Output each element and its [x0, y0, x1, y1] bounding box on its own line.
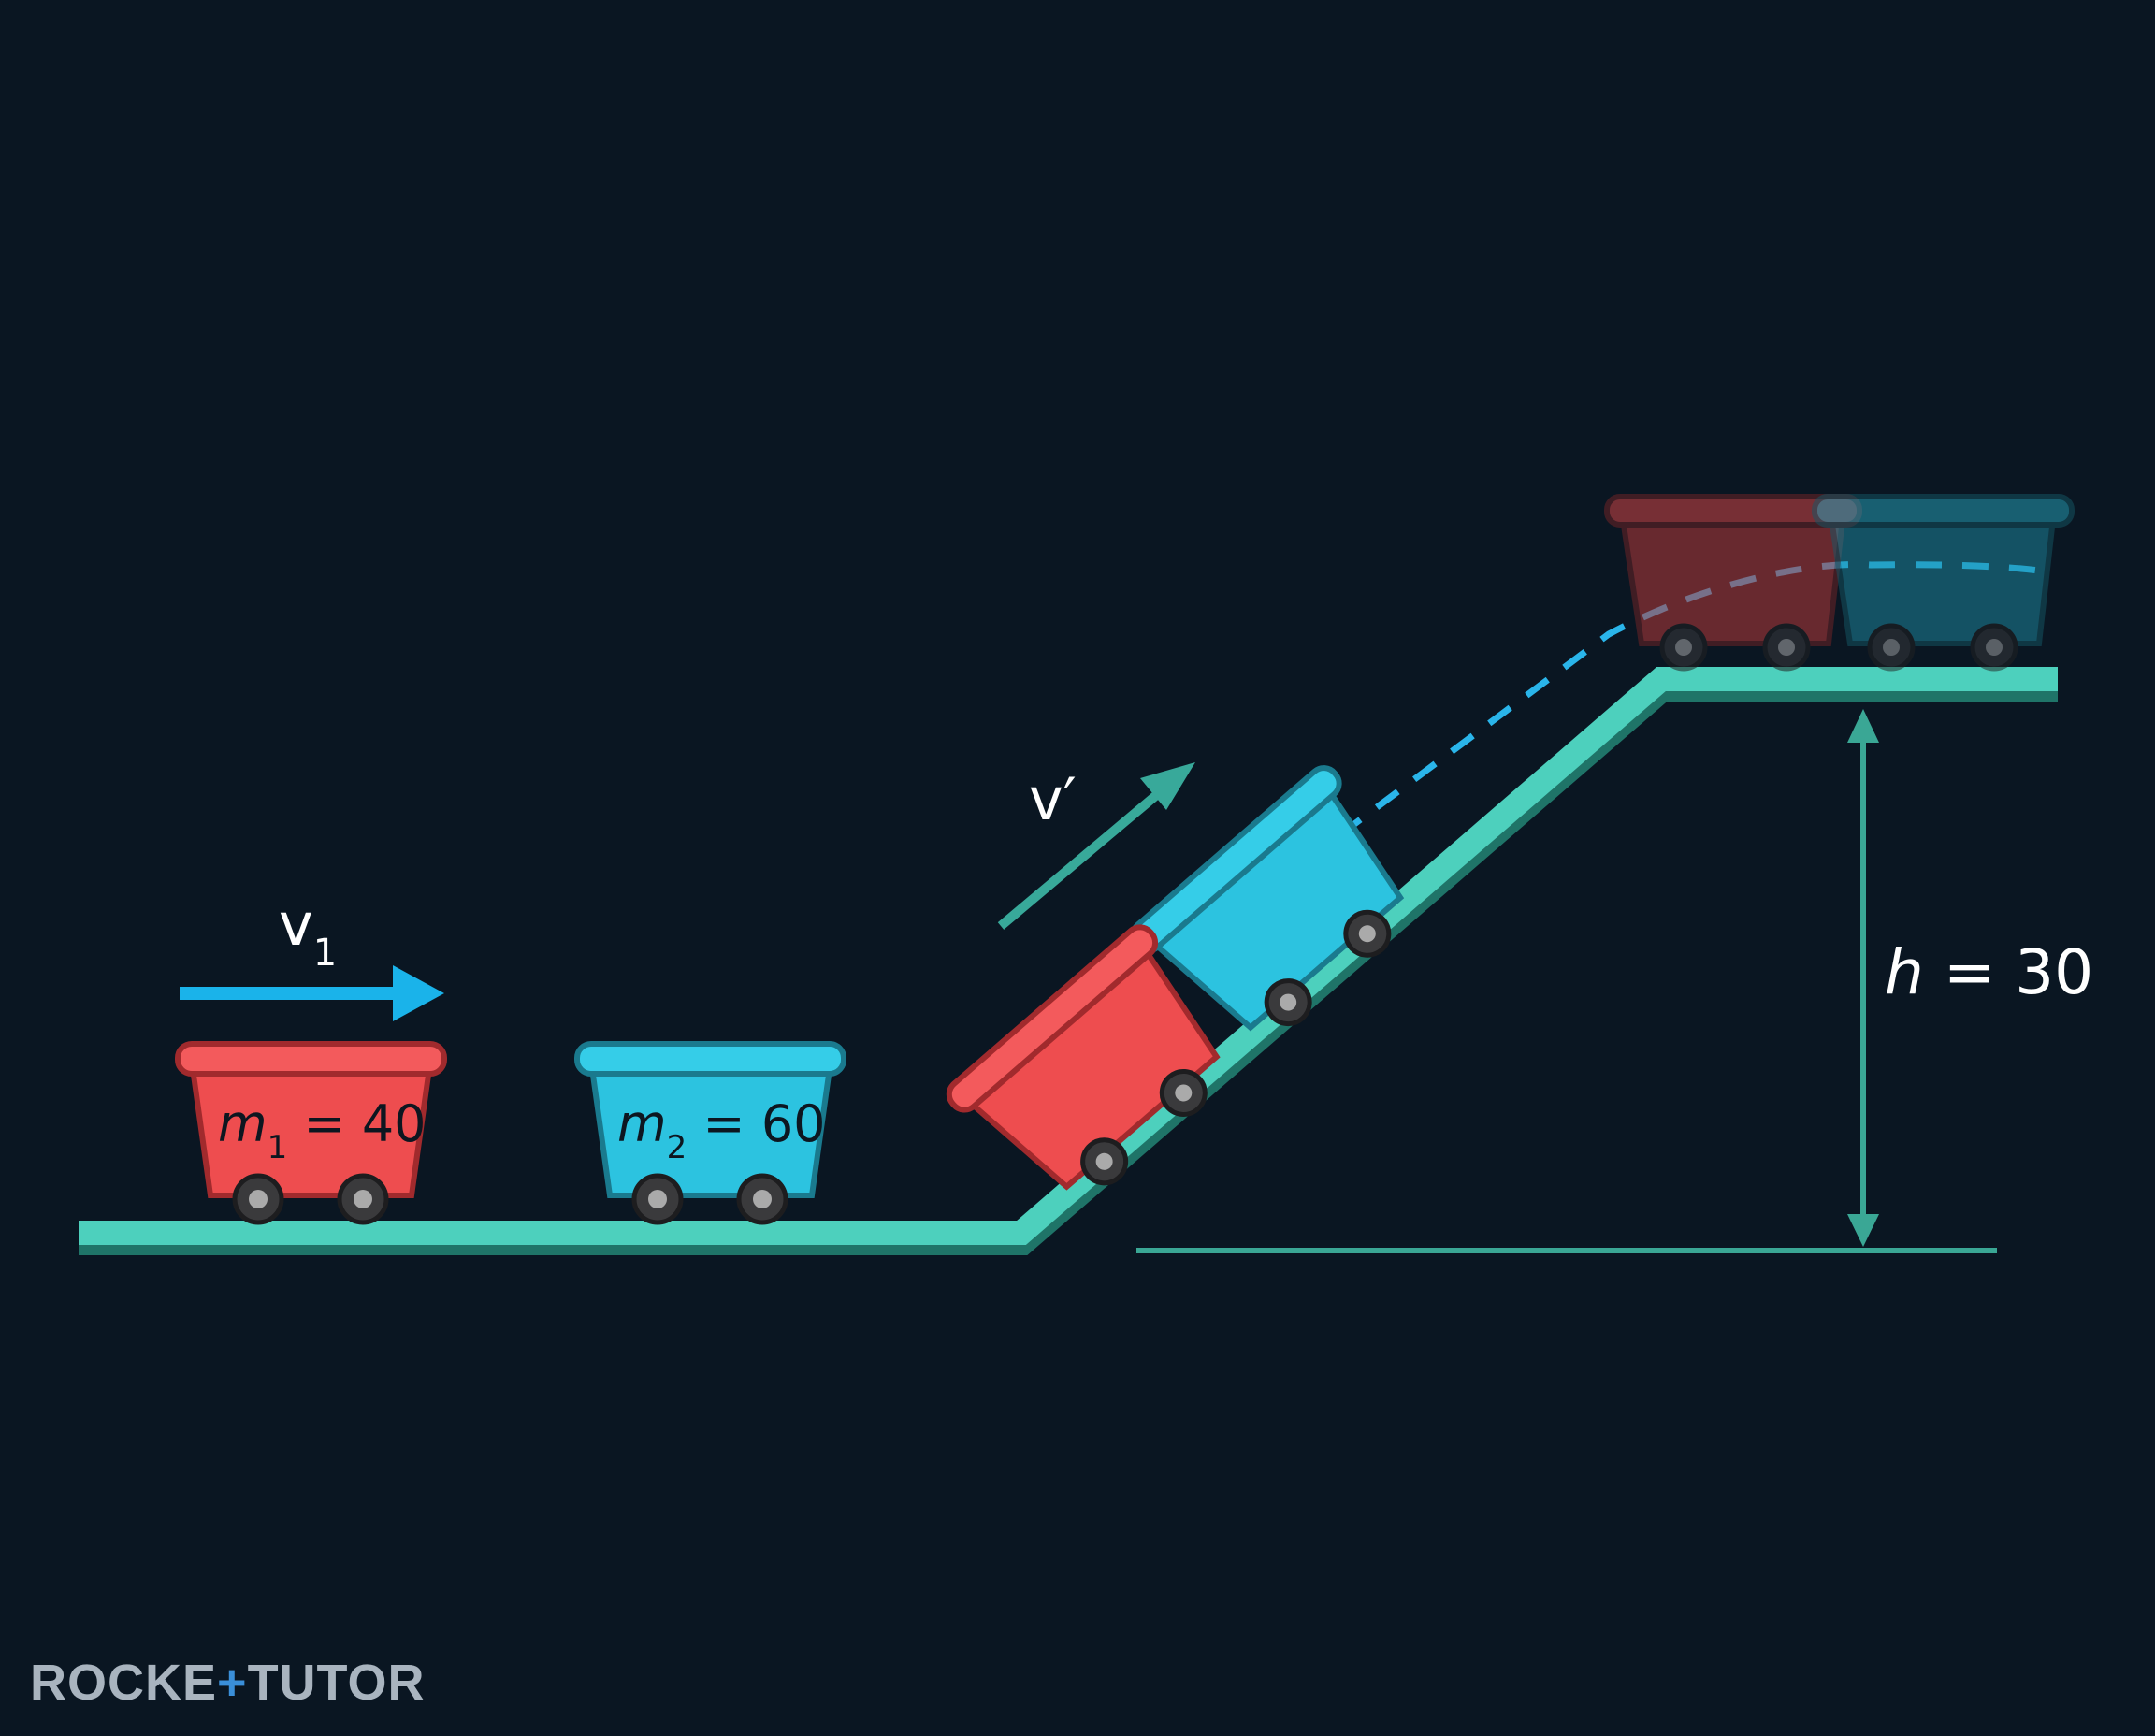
height-symbol: h [1885, 936, 1924, 1008]
logo-text-right: TUTOR [247, 1655, 426, 1711]
m1-value: = 40 [287, 1094, 426, 1153]
height-arrow-top-head [1847, 709, 1879, 743]
velocity-v-prime-label: v′ [1029, 765, 1077, 833]
velocity-v1-arrow [180, 965, 444, 1021]
combined-carts-on-ramp [946, 765, 1405, 1191]
cart-m2 [574, 1041, 846, 1225]
height-label: h = 30 [1885, 936, 2093, 1008]
m2-symbol: m [617, 1094, 667, 1153]
rocketutor-logo: ROCKE+TUTOR [30, 1654, 426, 1712]
height-arrow-bottom-head [1847, 1214, 1879, 1247]
m2-value: = 60 [687, 1094, 825, 1153]
cart-m1 [175, 1041, 447, 1225]
velocity-v-prime-arrow [997, 762, 1195, 930]
v1-subscript: 1 [313, 932, 337, 975]
ghost-cart-cyan [1812, 494, 2075, 672]
cart-red-on-ramp [946, 924, 1221, 1191]
velocity-v1-label: v1 [279, 890, 337, 975]
mass-m1-label: m1 = 40 [218, 1094, 427, 1166]
track [79, 667, 2058, 1255]
m2-subscript: 2 [667, 1129, 687, 1166]
height-value: = 30 [1924, 936, 2093, 1008]
m1-symbol: m [218, 1094, 268, 1153]
mass-m2-label: m2 = 60 [617, 1094, 826, 1166]
ghost-cart-red [1604, 494, 1862, 672]
m1-subscript: 1 [268, 1129, 288, 1166]
logo-text-left: ROCKE [30, 1655, 218, 1711]
logo-plus: + [217, 1655, 248, 1711]
v1-symbol: v [279, 890, 313, 959]
cart-cyan-on-ramp [1130, 765, 1405, 1032]
